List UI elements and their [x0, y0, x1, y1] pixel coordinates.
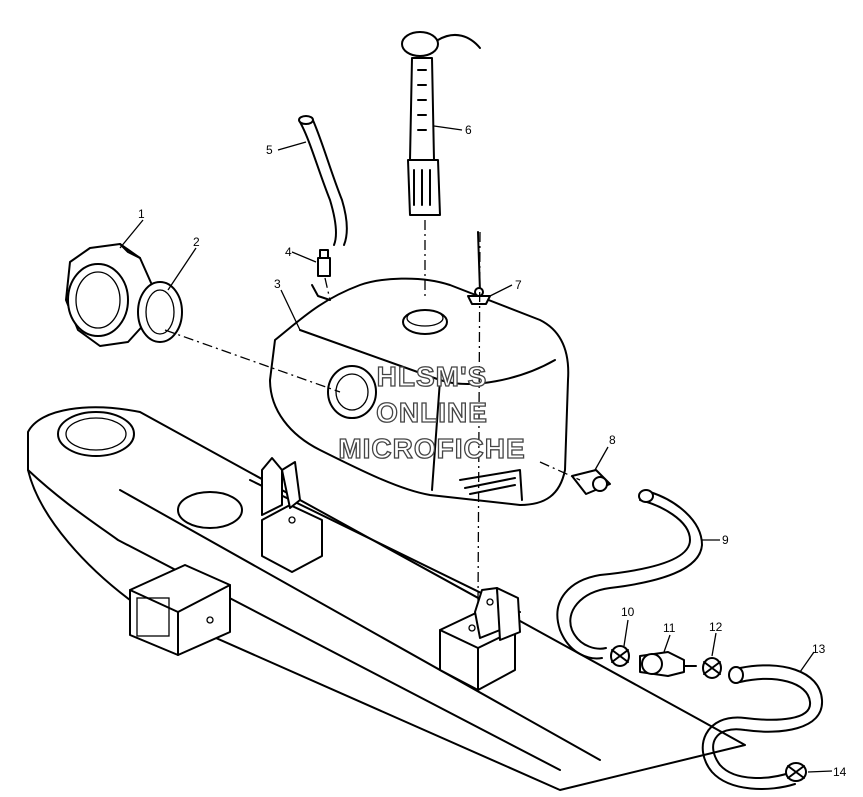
tank-bracket-rear: [439, 587, 521, 691]
watermark-line-3: MICROFICHE: [338, 433, 525, 464]
callout-5: 5: [266, 143, 273, 157]
callout-14: 14: [833, 765, 847, 779]
callout-leaders: [119, 125, 833, 773]
fuel-hose-upper: [556, 489, 703, 660]
filler-neck: [327, 365, 377, 419]
frame-rail: [27, 406, 746, 791]
callout-10: 10: [621, 605, 635, 619]
callout-4: 4: [285, 245, 292, 259]
hitch-receiver: [129, 564, 231, 656]
callout-12: 12: [709, 620, 723, 634]
hose-clamp-12: [702, 657, 722, 679]
callout-13: 13: [812, 642, 826, 656]
outlet-fitting: [571, 469, 611, 495]
callout-1: 1: [138, 207, 145, 221]
callout-2: 2: [193, 235, 200, 249]
hose-clamp-10: [610, 645, 630, 667]
callout-8: 8: [609, 433, 616, 447]
watermark-line-1: HLSM'S: [377, 361, 488, 392]
inline-fuel-filter: [639, 651, 697, 677]
vent-hose: [298, 115, 348, 246]
callout-labels: 1 2 3 4 5 6 7 8 9 10 11 12 13 14: [138, 123, 847, 779]
fuel-tank: [269, 277, 570, 506]
fuel-hose-lower: [701, 664, 824, 790]
assembly-lines: [164, 220, 581, 606]
fuel-cap: [65, 243, 153, 347]
vent-fitting: [317, 249, 331, 277]
callout-7: 7: [515, 278, 522, 292]
frame-hole: [177, 491, 243, 529]
frame-mount-hole: [57, 411, 135, 457]
cap-gasket: [137, 281, 183, 343]
hose-clamp-14: [785, 762, 807, 782]
watermark: HLSM'S ONLINE MICROFICHE: [338, 360, 526, 464]
callout-6: 6: [465, 123, 472, 137]
callout-3: 3: [274, 277, 281, 291]
callout-11: 11: [663, 621, 676, 635]
fuel-gauge-sender: [401, 31, 481, 216]
watermark-line-2: ONLINE: [376, 397, 488, 428]
callout-9: 9: [722, 533, 729, 547]
tank-bracket-front: [261, 457, 323, 573]
